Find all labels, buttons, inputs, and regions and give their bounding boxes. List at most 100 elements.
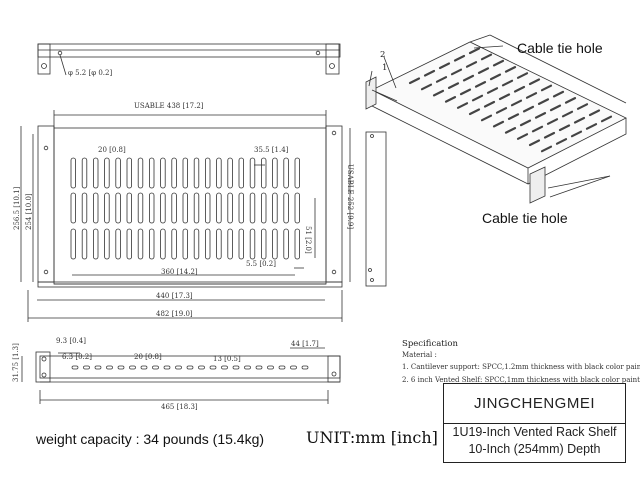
iso-vent-slot xyxy=(528,78,541,86)
iso-vent-slot xyxy=(474,80,487,88)
vent-slot xyxy=(126,157,132,189)
iso-vent-slot xyxy=(573,116,586,124)
height-outer-label: 256.5 [10.1] xyxy=(13,186,21,230)
vent-slot xyxy=(260,228,267,260)
vent-slot xyxy=(137,192,144,224)
vent-slot xyxy=(238,228,244,260)
vent-slot xyxy=(70,228,76,260)
iso-vent-slot xyxy=(444,95,457,103)
spec-heading: Specification xyxy=(402,339,459,349)
iso-vent-slot xyxy=(522,105,535,113)
side-vent-slot xyxy=(278,365,286,370)
side-bracket xyxy=(365,131,387,287)
iso-vent-slot xyxy=(564,96,577,104)
iso-vent-slot xyxy=(477,67,490,75)
vent-slot xyxy=(272,192,278,224)
vent-slot xyxy=(216,192,222,224)
iso-vent-slot xyxy=(447,82,460,90)
vent-slot xyxy=(249,157,256,189)
side-slot-pitch-label: 13 [0.5] xyxy=(213,355,241,363)
slot-width-label: 20 [0.8] xyxy=(98,146,126,154)
iso-vent-slot xyxy=(483,100,496,108)
iso-vent-slot xyxy=(495,107,508,114)
vent-slot xyxy=(283,192,289,224)
vent-slot xyxy=(70,157,76,189)
vent-slot xyxy=(93,157,99,189)
iso-view xyxy=(365,34,627,204)
vent-slot xyxy=(148,157,155,189)
iso-vent-slot xyxy=(486,87,499,94)
side-offset-a-label: 9.3 [0.4] xyxy=(56,337,86,345)
vent-slot xyxy=(126,228,132,260)
side-height-label: 31.75 [1.3] xyxy=(12,343,20,382)
brand-name: JINGCHENGMEI xyxy=(444,384,625,424)
slot-gap-label: 5.5 [0.2] xyxy=(246,260,276,268)
iso-vent-slot xyxy=(525,92,538,99)
side-vent-slot xyxy=(94,365,102,370)
vent-slot xyxy=(171,157,177,189)
vent-slot xyxy=(283,228,289,260)
side-vent-slot xyxy=(209,365,217,370)
vent-slot xyxy=(294,157,300,189)
vent-slot xyxy=(272,157,278,189)
weight-capacity: weight capacity : 34 pounds (15.4kg) xyxy=(36,431,265,447)
side-vent-slot xyxy=(221,365,228,370)
vent-slot xyxy=(171,228,177,260)
iso-vent-slot xyxy=(459,88,472,96)
vent-slot xyxy=(204,228,211,260)
iso-vent-slot xyxy=(552,90,565,98)
vent-slot xyxy=(216,228,222,260)
vent-slots xyxy=(70,157,300,260)
hole-diameter-label: φ 5.2 [φ 0.2] xyxy=(68,69,112,77)
vent-slot xyxy=(115,192,121,224)
vent-slot xyxy=(81,157,88,189)
side-length-label: 465 [18.3] xyxy=(161,403,198,411)
side-vent-slot xyxy=(186,365,194,370)
iso-vent-slot xyxy=(408,77,421,85)
iso-vent-slot xyxy=(504,65,517,73)
vent-slot xyxy=(104,192,110,224)
iso-vent-slot xyxy=(555,138,568,145)
vent-slot xyxy=(227,157,233,189)
vent-slot xyxy=(249,228,256,260)
vent-slot xyxy=(272,228,278,260)
iso-vent-slot xyxy=(480,53,493,61)
vent-slot xyxy=(249,192,256,224)
vent-slot xyxy=(260,157,267,189)
vent-slot xyxy=(126,192,132,224)
vent-slot xyxy=(115,157,121,189)
cable-tie-hole-label-bottom: Cable tie hole xyxy=(482,210,568,226)
side-vent-slot xyxy=(290,365,297,370)
vent-slot xyxy=(137,228,144,260)
vent-slot xyxy=(227,192,233,224)
vent-slot xyxy=(182,192,188,224)
tray-width-label: 440 [17.3] xyxy=(156,292,193,300)
side-vent-slot xyxy=(244,365,251,370)
usable-depth-label: USABLE 252 [9.9] xyxy=(346,164,354,229)
cable-tie-hole-label-top: Cable tie hole xyxy=(517,40,603,56)
iso-vent-slot xyxy=(519,119,532,127)
spec-item-2: 2. 6 inch Vented Shelf: SPCC,1mm thickne… xyxy=(402,376,640,384)
side-slot-width-label: 20 [0.8] xyxy=(134,353,162,361)
side-vent-slot xyxy=(71,365,79,370)
vent-slot xyxy=(104,228,110,260)
vent-slot xyxy=(193,157,200,189)
vent-slot xyxy=(182,228,188,260)
side-vent-slot xyxy=(106,365,113,370)
iso-vent-slot xyxy=(480,114,493,122)
product-depth: 10-Inch (254mm) Depth xyxy=(468,442,601,456)
side-vent-slot xyxy=(255,365,263,370)
iso-vent-slot xyxy=(540,84,553,92)
spec-item-1: 1. Cantilever support: SPCC,1.2mm thickn… xyxy=(402,363,640,371)
iso-vent-slot xyxy=(492,120,505,128)
iso-vent-slot xyxy=(588,109,601,117)
unit-label: UNIT:mm [inch] xyxy=(306,428,438,447)
vent-slot xyxy=(137,157,144,189)
side-vent-slot xyxy=(232,365,240,370)
vent-slot xyxy=(204,157,211,189)
side-vent-slot xyxy=(175,365,182,370)
vent-slot xyxy=(260,192,267,224)
vent-slot xyxy=(182,157,188,189)
side-vent-slots xyxy=(71,365,309,370)
